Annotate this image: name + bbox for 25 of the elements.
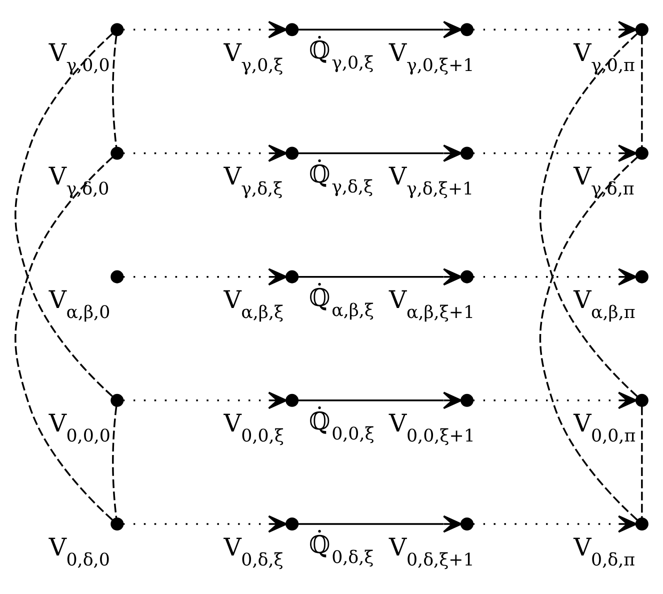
node-label: V$_{0,δ,π}$ — [574, 532, 636, 570]
node-label: V$_{γ,δ,π}$ — [574, 160, 634, 199]
node-label: V$_{0,δ,ξ+1}$ — [389, 532, 474, 570]
node-label: V$_{α,β,ξ+1}$ — [389, 284, 475, 323]
edge-label: ℚ̇$_{γ,δ,ξ}$ — [308, 158, 374, 197]
node-label: V$_{0,0,ξ+1}$ — [389, 408, 475, 446]
node-label: V$_{α,β,ξ}$ — [224, 284, 284, 323]
edge-label: ℚ̇$_{0,0,ξ}$ — [308, 406, 374, 444]
node-label: V$_{γ,δ,ξ}$ — [224, 160, 283, 199]
edge-label: ℚ̇$_{α,β,ξ}$ — [308, 282, 374, 320]
node-label: V$_{0,0,π}$ — [574, 408, 636, 446]
node-label: V$_{γ,0,ξ+1}$ — [389, 37, 474, 76]
node-label: V$_{0,δ,ξ}$ — [224, 532, 284, 570]
node-label: V$_{γ,δ,0}$ — [48, 160, 110, 199]
node-label: V$_{0,0,0}$ — [48, 408, 110, 446]
edge-label: ℚ̇$_{0,δ,ξ}$ — [308, 530, 374, 568]
node-label: V$_{γ,δ,ξ+1}$ — [389, 160, 474, 199]
node-label: V$_{γ,0,0}$ — [48, 37, 110, 76]
node-label: V$_{γ,0,π}$ — [574, 37, 635, 76]
node-label: V$_{α,β,π}$ — [574, 284, 636, 323]
node-label: V$_{0,0,ξ}$ — [224, 408, 284, 446]
node-label: V$_{0,δ,0}$ — [48, 532, 110, 570]
node-label: V$_{γ,0,ξ}$ — [224, 37, 284, 76]
edge-label: ℚ̇$_{γ,0,ξ}$ — [308, 35, 374, 74]
node-label: V$_{α,β,0}$ — [48, 284, 110, 323]
